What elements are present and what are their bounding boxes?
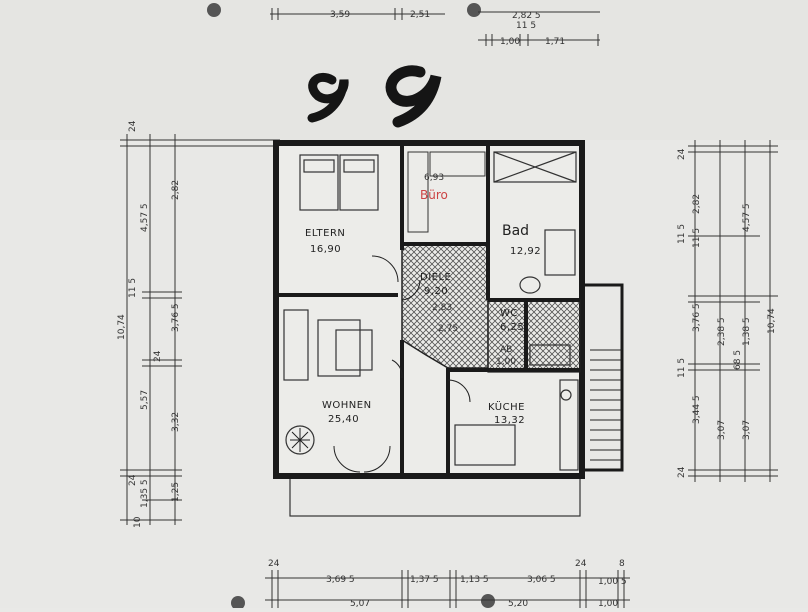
stair-extension: [580, 283, 624, 472]
interior-walls: [278, 146, 580, 474]
dimension-label: 10: [133, 516, 143, 528]
plant-icon: [290, 428, 310, 452]
staircase: [590, 349, 622, 461]
dimension-label: 2,82: [171, 180, 181, 200]
dimension-label: 24: [153, 350, 163, 362]
punch-hole: [231, 596, 245, 610]
room-area-wc: 6,25: [500, 322, 524, 333]
dimension-label: 1,71: [545, 37, 565, 47]
dimension-label: 10,74: [117, 314, 127, 340]
dimension-label: 11 5: [692, 228, 702, 248]
punch-hole: [207, 3, 221, 17]
room-sub-diele: 2,83: [432, 303, 452, 313]
room-area-bad: 12,92: [510, 246, 541, 257]
dimension-label: 1,38 5: [742, 317, 752, 346]
dimension-label: 3,59: [330, 10, 350, 20]
room-area-diele: 9,20: [424, 286, 448, 297]
room-name-diele: DIELE: [420, 272, 451, 283]
dimension-label: 5,20: [508, 599, 528, 608]
dimension-label: 1,00: [598, 599, 618, 608]
room-name-bad: Bad: [502, 223, 529, 239]
dimension-label: 2,38 5: [717, 317, 727, 346]
dimension-label: 3,07: [717, 420, 727, 440]
dimension-label: 11 5: [516, 21, 536, 31]
dimension-label: 3,06 5: [527, 575, 556, 585]
dimension-label: 68 5: [733, 350, 743, 370]
room-name-ab: AB: [500, 345, 512, 355]
dimension-label: 24: [677, 148, 687, 160]
dimension-label: 2,82: [692, 194, 702, 214]
dimension-label: 3,07: [742, 420, 752, 440]
doors: [333, 255, 471, 473]
dimension-label: 11 5: [677, 224, 687, 244]
dimension-label: 24: [128, 120, 138, 132]
dimension-label: 24: [575, 559, 587, 569]
room-name-eltern: ELTERN: [305, 228, 345, 239]
kitchen-counters: [454, 344, 579, 471]
dimension-label: 11 5: [128, 278, 138, 298]
room-area-ab: 1,00: [496, 357, 516, 367]
dimension-label: 5,07: [350, 599, 370, 608]
dimension-label: 1,00 5: [598, 577, 627, 587]
dimension-label: 2,82 5: [512, 11, 541, 21]
top-dimension-chain: [270, 8, 600, 46]
room-name-wc: WC: [500, 308, 518, 319]
dimension-label: 1,35 5: [140, 479, 150, 508]
dimension-label: 2,51: [410, 10, 430, 20]
room-area-kueche: 13,32: [494, 415, 525, 426]
beds: [299, 154, 379, 211]
dimension-label: 3,44 5: [692, 395, 702, 424]
dimension-label: 3,32: [171, 412, 181, 432]
dimension-label: 11 5: [677, 358, 687, 378]
room-area-small-room: 6,93: [424, 173, 444, 183]
room-name-kueche: KÜCHE: [488, 400, 525, 413]
dimension-label: 1,13 5: [460, 575, 489, 585]
dimension-label: 5,57: [140, 390, 150, 410]
dimension-label: 8: [619, 559, 625, 569]
buero-furniture: [407, 151, 486, 233]
dimension-label: 4,57 5: [140, 203, 150, 232]
handwritten-number: [307, 65, 442, 128]
wc-floor: [487, 299, 581, 373]
dimension-label: 1,37 5: [410, 575, 439, 585]
room-area-eltern: 16,90: [310, 244, 341, 255]
room-name-wohnen: WOHNEN: [322, 400, 372, 411]
dimension-label: 10,74: [767, 308, 777, 334]
punch-hole: [481, 594, 495, 608]
room-sub-diele: 2,75: [438, 324, 458, 334]
bottom-dimension-chains: [265, 570, 630, 608]
room-label-buero: Büro: [420, 188, 448, 202]
dimension-label: 1,00: [500, 37, 520, 47]
right-dimension-chains: [688, 140, 778, 482]
left-dimension-chains: [120, 134, 280, 525]
dimension-label: 3,76 5: [171, 303, 181, 332]
wohnen-furniture: [283, 309, 373, 455]
room-area-wohnen: 25,40: [328, 414, 359, 425]
dimension-label: 24: [128, 474, 138, 486]
dimension-label: 3,76 5: [692, 303, 702, 332]
dimension-label: 24: [677, 466, 687, 478]
dimension-label: 3,69 5: [326, 575, 355, 585]
bath-fixtures: [493, 151, 577, 294]
punch-hole: [467, 3, 481, 17]
dimension-label: 24: [268, 559, 280, 569]
dimension-label: 4,57 5: [742, 203, 752, 232]
dimension-label: 1,25: [171, 482, 181, 502]
